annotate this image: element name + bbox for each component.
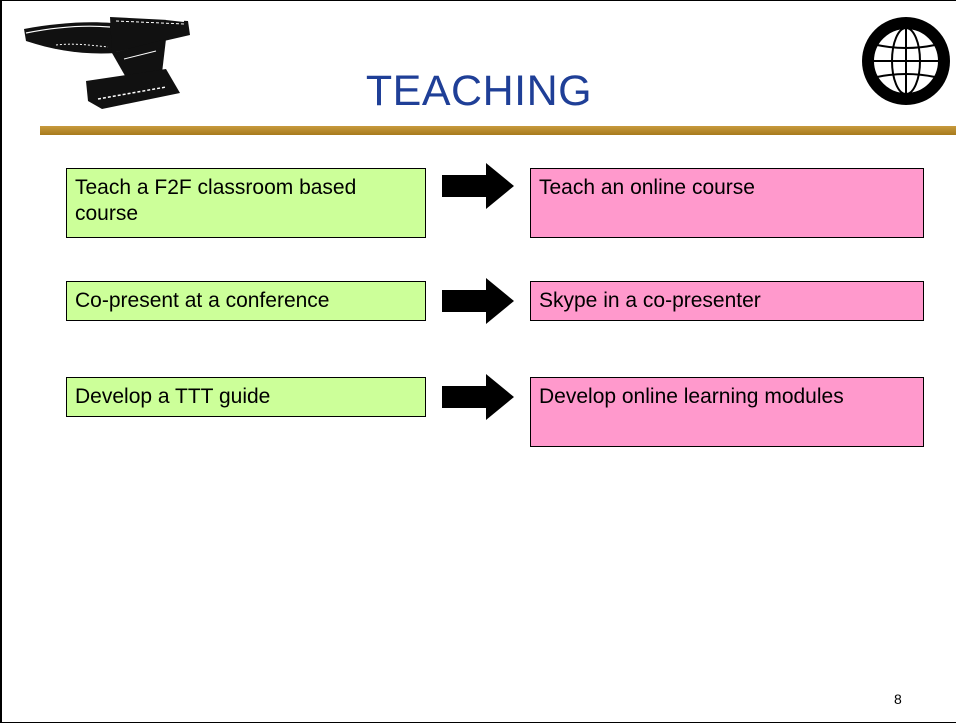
- classroom-teaching-box: Teach a F2F classroom based course: [66, 168, 426, 238]
- right-arrow-icon: [442, 374, 514, 420]
- skype-copresenter-box: Skype in a co-presenter: [530, 281, 924, 321]
- co-present-box: Co-present at a conference: [66, 281, 426, 321]
- online-teaching-box: Teach an online course: [530, 168, 924, 238]
- slide-title: TEACHING: [365, 67, 593, 115]
- right-arrow-icon: [442, 278, 514, 324]
- online-modules-box: Develop online learning modules: [530, 377, 924, 447]
- ttt-guide-box: Develop a TTT guide: [66, 377, 426, 417]
- anvil-icon: [24, 17, 190, 109]
- right-arrow-icon: [442, 163, 514, 209]
- title-divider: [40, 126, 956, 135]
- page-number: 8: [894, 691, 902, 707]
- globe-icon: [862, 17, 950, 105]
